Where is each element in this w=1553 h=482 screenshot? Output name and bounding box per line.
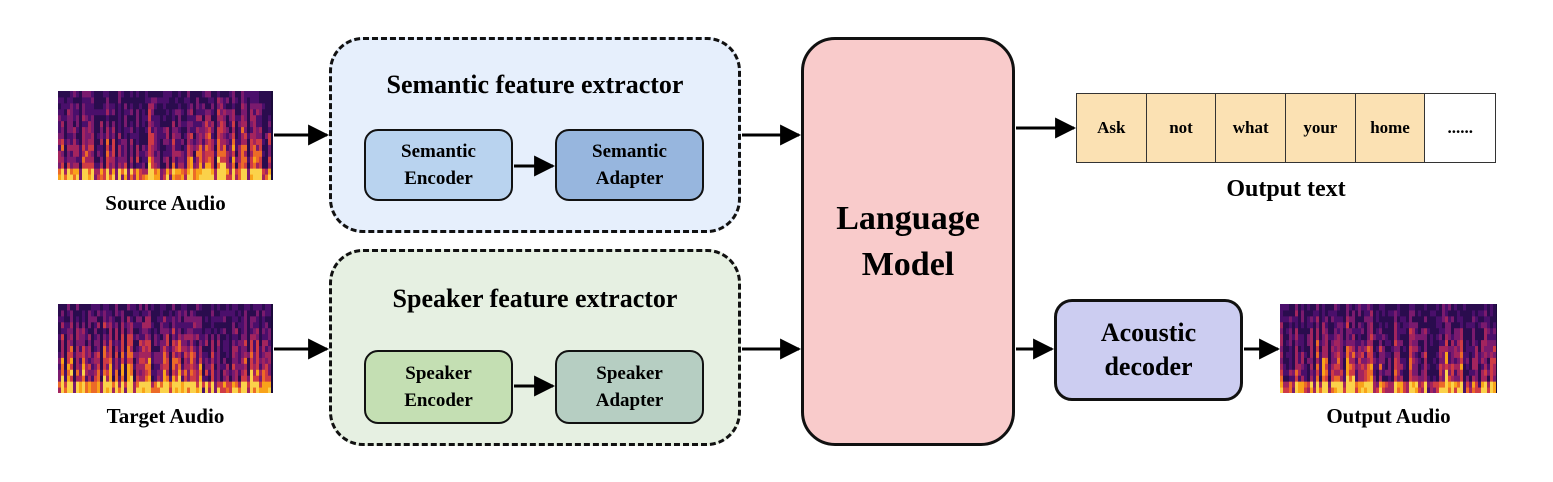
target-audio-spectrogram — [58, 304, 273, 393]
speaker-adapter: Speaker Adapter — [555, 350, 704, 424]
language-model-line2: Model — [861, 245, 955, 283]
language-model-line1: Language — [836, 199, 980, 237]
semantic-encoder-line1: Semantic — [401, 141, 476, 162]
token-cell: home — [1355, 94, 1426, 162]
language-model: Language Model — [801, 37, 1015, 446]
semantic-adapter-line1: Semantic — [592, 141, 667, 162]
output-audio-spectrogram — [1280, 304, 1497, 393]
speaker-encoder-line1: Speaker — [405, 363, 472, 384]
semantic-extractor-title: Semantic feature extractor — [386, 70, 684, 99]
source-audio-spectrogram — [58, 91, 273, 180]
semantic-adapter-line2: Adapter — [595, 168, 664, 189]
acoustic-decoder-line2: decoder — [1104, 352, 1193, 381]
output-audio-caption: Output Audio — [1326, 404, 1451, 428]
token-cell: not — [1146, 94, 1217, 162]
token-cell: what — [1216, 94, 1287, 162]
semantic-encoder: Semantic Encoder — [364, 129, 513, 201]
token-cell: your — [1286, 94, 1356, 162]
speaker-adapter-line2: Adapter — [595, 390, 664, 411]
speaker-encoder: Speaker Encoder — [364, 350, 513, 424]
output-text-tokens: Ask not what your home ...... — [1076, 93, 1496, 163]
output-text-caption: Output text — [1226, 176, 1346, 202]
speaker-encoder-line2: Encoder — [404, 390, 473, 411]
speaker-adapter-line1: Speaker — [596, 363, 663, 384]
semantic-encoder-line2: Encoder — [404, 168, 473, 189]
token-cell: ...... — [1425, 94, 1496, 162]
source-audio-caption: Source Audio — [105, 191, 226, 215]
speaker-extractor-title: Speaker feature extractor — [392, 284, 678, 313]
target-audio-caption: Target Audio — [106, 404, 225, 428]
semantic-adapter: Semantic Adapter — [555, 129, 704, 201]
token-cell: Ask — [1077, 94, 1147, 162]
acoustic-decoder-line1: Acoustic — [1100, 318, 1197, 347]
acoustic-decoder: Acoustic decoder — [1054, 299, 1243, 401]
